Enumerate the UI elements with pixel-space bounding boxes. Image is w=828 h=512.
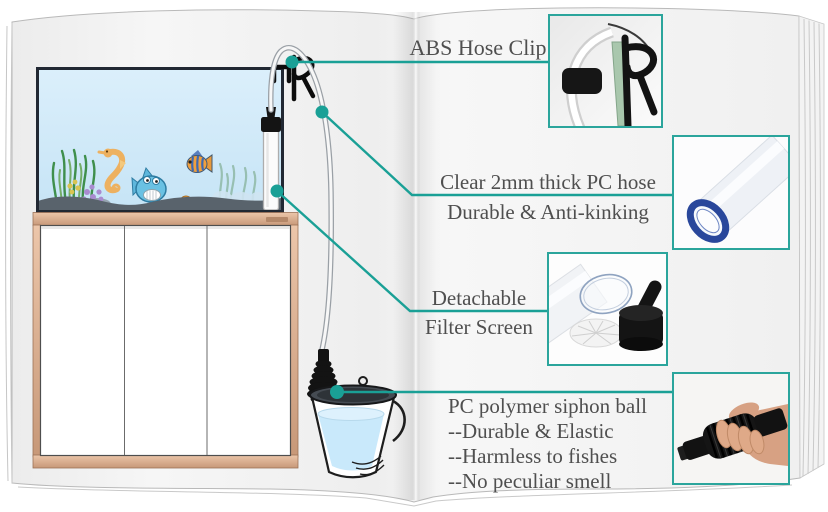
label-siphon-ball: PC polymer siphon ball --Durable & Elast… xyxy=(448,394,688,494)
bottom-page-edge xyxy=(17,484,793,507)
bucket xyxy=(309,376,406,479)
clip-ring xyxy=(562,68,602,94)
label-filter-screen-line1: Detachable xyxy=(431,286,527,310)
filter-screen-part xyxy=(569,318,623,348)
center-fold xyxy=(393,12,437,500)
callout-line-filter-screen xyxy=(276,190,547,313)
siphon-ball-closeup xyxy=(674,374,788,483)
detachable-filter-screen-photo xyxy=(547,252,668,366)
cabinet xyxy=(32,212,299,469)
clear-tube xyxy=(686,137,788,243)
tube-cap xyxy=(261,117,281,132)
bucket-water xyxy=(318,414,384,471)
clear-ring-part xyxy=(579,273,633,315)
cabinet-brand-mark xyxy=(266,217,288,222)
callout-dot-hose-clip xyxy=(285,55,299,69)
callout-dot-filter-screen xyxy=(270,184,284,198)
tank-frame xyxy=(36,67,284,213)
left-page-edges xyxy=(5,22,13,484)
seahorse xyxy=(97,148,126,194)
pc-hose-closeup xyxy=(674,137,788,248)
callout-dot-siphon-ball xyxy=(330,385,344,399)
label-pc-hose-line1: Clear 2mm thick PC hose xyxy=(440,170,656,194)
siphon-ball-point: --Durable & Elastic xyxy=(448,419,614,443)
label-filter-screen-line2: Filter Screen xyxy=(425,315,533,339)
callout-line-pc-hose xyxy=(321,111,672,197)
label-pc-hose-line2: Durable & Anti-kinking xyxy=(447,200,649,224)
abs-hose-clip-photo xyxy=(548,14,663,128)
substrate xyxy=(38,196,281,211)
right-page-edges xyxy=(802,18,821,477)
siphon-ball-point: --Harmless to fishes xyxy=(448,444,618,468)
striped-fish xyxy=(186,150,213,173)
callout-dots xyxy=(270,55,344,399)
hand-squeezing-siphon-ball-photo xyxy=(672,372,790,485)
cabinet-doors xyxy=(39,224,292,457)
bucket-handle xyxy=(392,399,406,443)
drain-hose xyxy=(268,45,334,357)
clip-hook xyxy=(621,34,658,126)
fingers xyxy=(715,419,765,455)
label-abs-hose-clip: ABS Hose Clip xyxy=(409,35,547,60)
hose-clip-closeup xyxy=(550,16,661,126)
siphon-ball-title: PC polymer siphon ball xyxy=(448,394,647,418)
callout-dot-pc-hose xyxy=(315,105,329,119)
yellow-coral xyxy=(67,179,81,195)
callout-lines xyxy=(276,60,672,394)
pc-hose-cross-section-photo xyxy=(672,135,790,250)
filter-screen-closeup xyxy=(549,254,666,364)
black-cap-part xyxy=(619,280,663,351)
siphon-ball-point: --No peculiar smell xyxy=(448,469,612,493)
blue-fish xyxy=(131,166,167,203)
